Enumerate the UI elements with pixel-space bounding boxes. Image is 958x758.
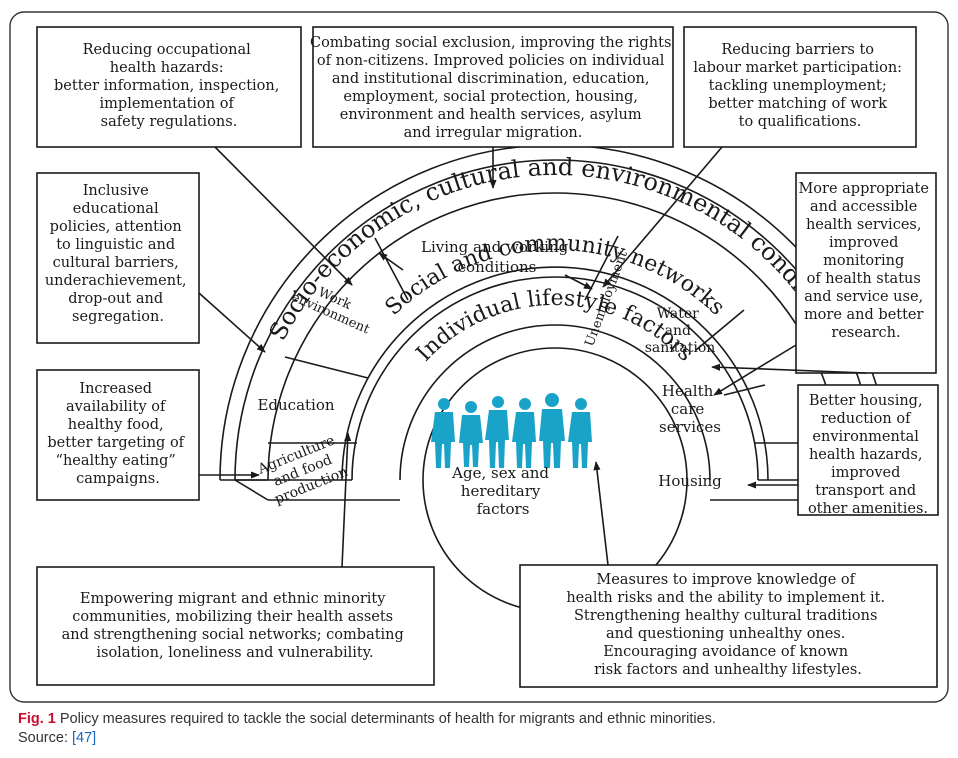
svg-text:Reducing barriers to lab: Reducing barriers to labour market parti… [693,42,906,130]
caption-label: Fig. 1 [18,711,56,727]
arrow-water [711,363,867,374]
box-occupational: Reducing occupational health hazards: be… [36,26,302,148]
box-exclusion: Combating social exclusion, improving th… [310,26,676,148]
arrow-empowering [341,432,352,568]
svg-text:More appropriate and acc: More appropriate and accessible health s… [798,181,933,341]
arrow-labour [602,146,723,288]
svg-text:Combating social exclusion, im: Combating social exclusion, improving th… [310,35,676,141]
core-label: Age, sex and hereditary factors [451,464,554,518]
divider-work [374,237,409,301]
sector-health-care: Health care services [659,382,721,436]
svg-text:Reducing occupational he: Reducing occupational health hazards: be… [54,42,284,130]
box-food: Increased availability of healthy food, … [36,369,200,501]
caption-text: Policy measures required to tackle the s… [55,711,716,727]
svg-text:Inclusive educational: Inclusive educational policies, attentio… [45,183,191,325]
figure-caption: Fig. 1 Policy measures required to tackl… [18,710,948,748]
svg-text:Better housing, reductio: Better housing, reduction of environment… [808,393,928,517]
sector-water-sanitation: Water and sanitation [645,306,716,356]
caption-source-link[interactable]: [47] [72,730,97,746]
people-icon [431,393,592,468]
box-health-services: More appropriate and accessible health s… [795,172,937,374]
box-knowledge: Measures to improve knowledge of health … [519,564,938,688]
sector-living-working: Living and working conditions [421,238,573,276]
svg-text:Increased availability o: Increased availability of healthy food, … [47,381,188,487]
arrow-occupational [214,146,353,286]
svg-text:Empowering migrant and ethnic: Empowering migrant and ethnic minority c… [62,591,409,661]
box-empowering: Empowering migrant and ethnic minority c… [36,566,435,686]
divider-water [695,309,745,351]
connector-arrows [198,146,867,568]
sector-housing: Housing [658,472,722,490]
arrow-living-right [564,274,593,290]
sector-education: Education [257,396,334,414]
divider-edu [284,356,369,379]
arrow-knowledge [593,461,609,566]
box-housing-policy: Better housing, reduction of environment… [797,384,939,517]
divider-health [723,384,766,396]
box-labour: Reducing barriers to labour market parti… [683,26,917,148]
box-education-policy: Inclusive educational policies, attentio… [36,172,200,344]
arrow-education [198,292,266,353]
svg-text:Measures to improve knowledge: Measures to improve knowledge of health … [566,572,889,678]
caption-source-prefix: Source: [18,730,72,746]
arrow-living-left [378,252,404,271]
arrow-health [713,344,797,396]
